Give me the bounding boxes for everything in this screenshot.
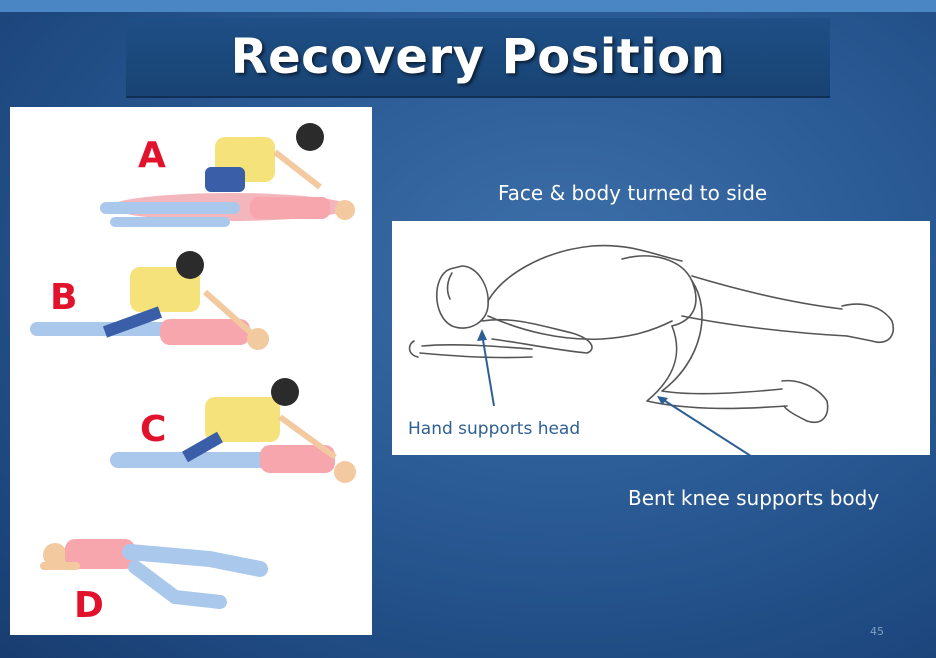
step-letter-c: C [140,409,166,450]
title-bar: Recovery Position [126,18,830,98]
figure-caption: Face & body turned to side [498,181,767,205]
slide-title: Recovery Position [126,18,830,96]
steps-illustration [10,107,372,635]
step-letter-a: A [138,135,166,176]
recovery-position-figure: Hand supports head [392,221,930,455]
step-d-illustration [40,539,260,602]
step-letter-d: D [74,585,104,626]
top-band [0,0,936,12]
page-number: 45 [870,625,884,638]
steps-illustration-panel: A B C D [10,107,372,635]
hand-supports-head-label: Hand supports head [408,419,580,439]
bent-knee-label: Bent knee supports body [628,486,879,510]
step-letter-b: B [50,277,77,318]
